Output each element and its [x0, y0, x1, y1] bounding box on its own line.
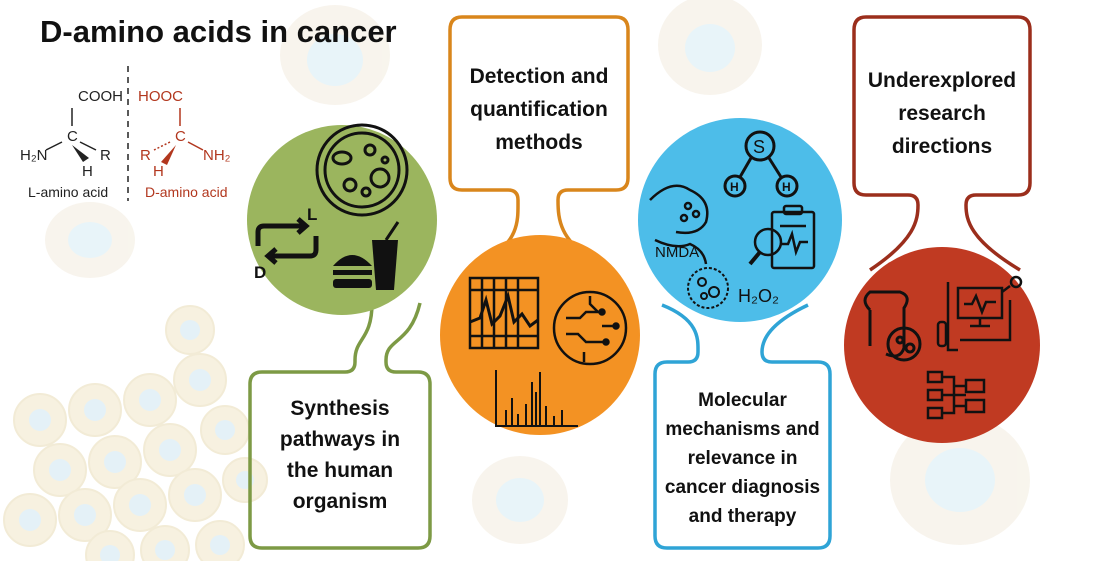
l-carboxyl-label: COOH — [78, 88, 123, 105]
circuit-chip-icon — [552, 290, 628, 366]
text-line: pathways in — [279, 428, 401, 451]
text-line: research — [898, 102, 986, 125]
mechanisms-circle — [638, 118, 842, 322]
test-tube-icon — [936, 320, 948, 348]
cycle-d-label: D — [254, 263, 266, 282]
hydrogen-sulfide-icon — [723, 130, 799, 198]
flowchart-icon — [926, 370, 986, 420]
computer-analysis-icon — [946, 275, 1023, 352]
text-line: quantification — [470, 98, 608, 121]
intestine-icon — [863, 290, 922, 362]
cycle-l-label: L — [307, 205, 317, 224]
synthesis-text: Synthesis pathways in the human organism — [250, 393, 430, 517]
d-amine-label: NH₂ — [203, 147, 231, 164]
detection-circle — [440, 235, 640, 435]
text-line: relevance in — [687, 448, 798, 469]
research-callout-border — [852, 15, 1032, 272]
text-line: Synthesis — [290, 397, 390, 420]
d-hydrogen-label: H — [153, 163, 164, 180]
page-title: D-amino acids in cancer — [40, 14, 397, 49]
l-hydrogen-label: H — [82, 163, 93, 180]
d-amino-acid-caption: D-amino acid — [145, 184, 227, 200]
chromatogram-grid-icon — [468, 276, 540, 350]
text-line: Detection and — [469, 65, 609, 88]
fast-food-icon — [333, 221, 400, 290]
l-alpha-carbon-label: C — [67, 128, 78, 145]
mechanisms-callout-border — [653, 303, 832, 550]
cycle-arrows-icon — [255, 217, 319, 265]
mass-spectrum-icon — [495, 370, 578, 427]
h2o2-label: H₂O₂ — [738, 286, 779, 306]
text-line: Underexplored — [867, 69, 1017, 92]
detection-text: Detection and quantification methods — [450, 60, 628, 159]
d-alpha-carbon-label: C — [175, 128, 186, 145]
amino-acid-structures: COOH C H₂N R H L-amino acid HOOC C R NH₂… — [20, 66, 231, 201]
sulfur-label: S — [753, 137, 765, 157]
hydrogen-label-1: H — [730, 180, 739, 194]
text-line: and therapy — [688, 506, 797, 527]
text-line: mechanisms and — [665, 419, 820, 440]
text-line: the human — [286, 459, 394, 482]
cell-ros-icon — [687, 267, 729, 309]
text-line: methods — [495, 131, 583, 154]
l-r-group-label: R — [100, 147, 111, 164]
mechanisms-text: Molecular mechanisms and relevance in ca… — [655, 386, 830, 531]
hydrogen-label-2: H — [782, 180, 791, 194]
text-line: organism — [292, 490, 388, 513]
l-amino-acid-structure: COOH C H₂N R H L-amino acid — [20, 88, 123, 200]
synthesis-callout-border — [248, 302, 432, 550]
nmda-label: NMDA — [655, 244, 699, 261]
text-line: Molecular — [698, 390, 787, 411]
petri-dish-icon — [315, 123, 409, 217]
clipboard-magnifier-icon — [748, 204, 816, 270]
synapse-icon — [649, 184, 709, 265]
text-line: directions — [891, 135, 993, 158]
d-carboxyl-label: HOOC — [138, 88, 183, 105]
text-line: cancer diagnosis — [664, 477, 821, 498]
d-r-group-label: R — [140, 147, 151, 164]
research-text: Underexplored research directions — [854, 64, 1030, 163]
detection-callout-border — [448, 15, 630, 264]
l-amine-label: H₂N — [20, 147, 48, 164]
l-amino-acid-caption: L-amino acid — [28, 184, 108, 200]
d-amino-acid-structure: HOOC C R NH₂ H D-amino acid — [138, 88, 231, 200]
